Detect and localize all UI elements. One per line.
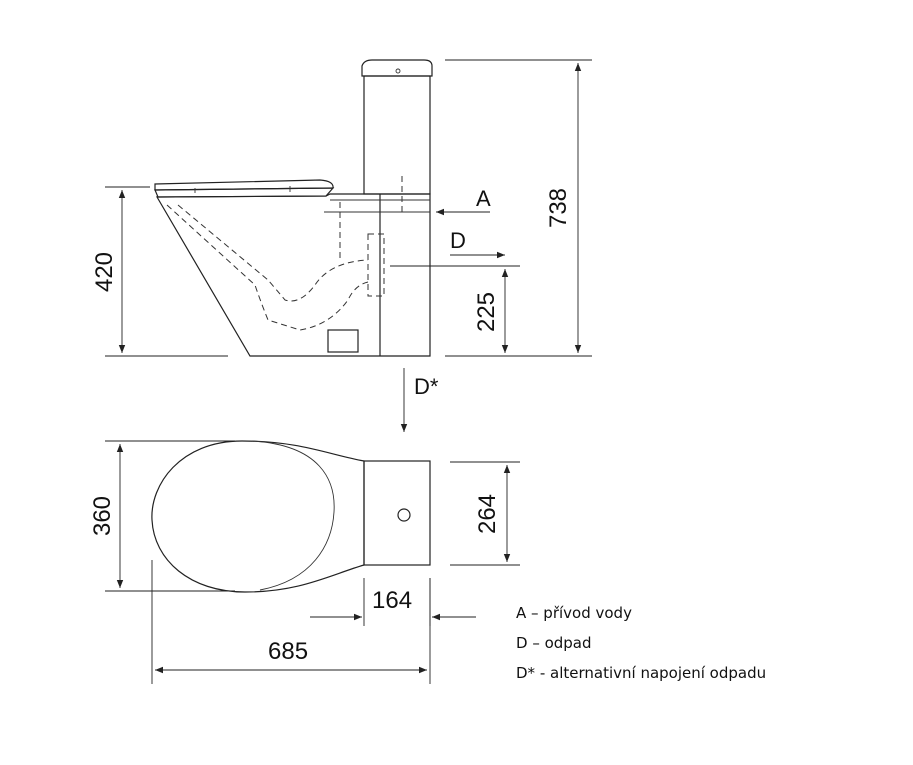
dim-264: 264 [474, 494, 501, 534]
flush-hole [397, 508, 411, 522]
tank-body [363, 75, 431, 195]
top-view: 360 264 164 685 [89, 440, 520, 684]
legend-item-d: D – odpad [516, 634, 592, 652]
tank-top [363, 460, 431, 566]
dim-164: 164 [372, 587, 412, 614]
tank-lid [361, 59, 433, 77]
side-view: 420 738 225 A D D* [91, 59, 592, 432]
label-a: A [476, 186, 491, 211]
floor-fixing-box [327, 329, 359, 353]
legend-item-a: A – přívod vody [516, 604, 632, 622]
legend: A – přívod vody D – odpad D* - alternati… [516, 598, 766, 688]
flush-button [395, 68, 401, 74]
label-d: D [450, 228, 466, 253]
bowl-top-outline [151, 440, 365, 593]
trap-dashed [166, 204, 369, 331]
dim-225: 225 [473, 292, 500, 332]
dim-420: 420 [91, 252, 118, 292]
dim-738: 738 [545, 188, 572, 228]
label-d-star: D* [414, 374, 439, 399]
bowl-body [155, 193, 431, 357]
dim-360: 360 [89, 496, 116, 536]
dim-685: 685 [268, 638, 308, 665]
legend-item-d-star: D* - alternativní napojení odpadu [516, 664, 767, 682]
